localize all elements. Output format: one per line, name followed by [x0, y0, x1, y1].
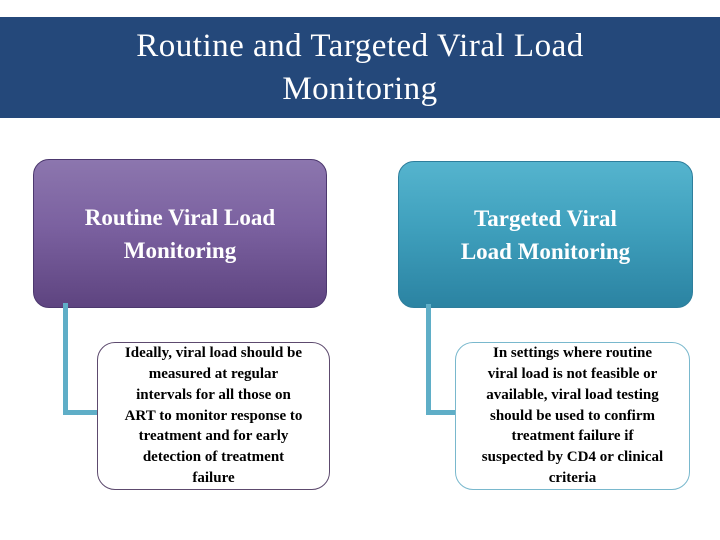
- routine-connector-horizontal: [63, 410, 99, 415]
- routine-connector-vertical: [63, 303, 68, 415]
- targeted-connector-vertical: [426, 304, 431, 415]
- targeted-connector-horizontal: [426, 410, 457, 415]
